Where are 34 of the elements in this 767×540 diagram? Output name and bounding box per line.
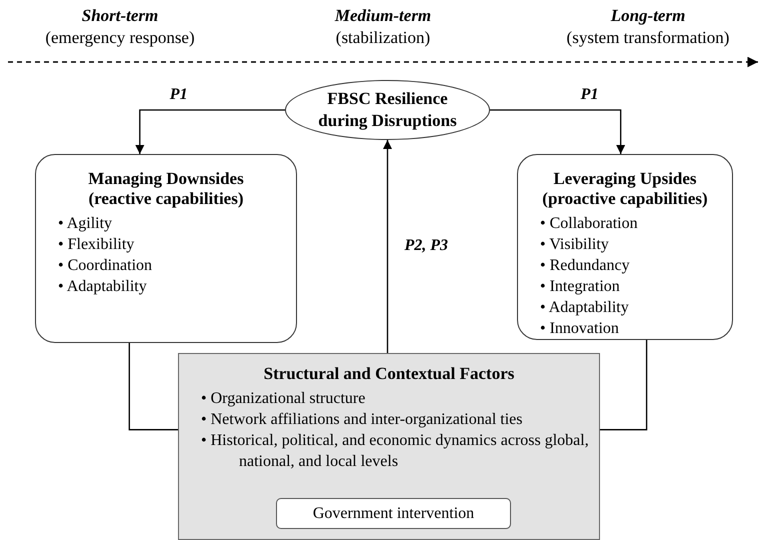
bullet-item: • Agility <box>58 214 114 234</box>
connector <box>382 140 392 353</box>
bullet-item: • Flexibility <box>58 235 136 255</box>
node-heading: Managing Downsides (reactive capabilities) <box>87 169 245 209</box>
connector <box>128 343 178 430</box>
bullet-item: • Integration <box>540 277 621 297</box>
bullet-item: • Network affiliations and inter-organizational ties <box>201 410 524 430</box>
bullet-item: • Coordination <box>58 256 154 276</box>
edge-label: P2, P3 <box>402 236 450 254</box>
node-heading: FBSC Resilience during Disruptions <box>317 88 458 132</box>
connector <box>490 109 626 154</box>
bullet-item: • Collaboration <box>540 214 639 234</box>
capability-box <box>35 154 297 343</box>
period-description: (system transformation) <box>566 28 730 48</box>
bullet-item: • Historical, political, and economic dynamics across global, national, and local levels <box>201 431 590 472</box>
period-heading: Medium-term <box>334 6 432 26</box>
bullet-item: • Redundancy <box>540 256 631 276</box>
node-label: Government intervention <box>312 504 474 524</box>
node-heading: Leveraging Upsides (proactive capabilities) <box>541 169 709 209</box>
period-heading: Long-term <box>610 6 686 26</box>
capability-box <box>517 154 733 340</box>
process-box <box>276 498 511 529</box>
period-heading: Short-term <box>80 6 160 26</box>
period-description: (stabilization) <box>334 28 432 48</box>
bullet-item: • Innovation <box>540 319 620 339</box>
bullet-item: • Adaptability <box>58 277 148 297</box>
node-heading: Structural and Contextual Factors <box>262 364 516 384</box>
connector <box>135 109 285 154</box>
period-description: (emergency response) <box>44 28 196 48</box>
connector <box>600 340 648 430</box>
bullet-item: • Adaptability <box>540 298 630 318</box>
bullet-item: • Organizational structure <box>201 389 366 409</box>
bullet-item: • Visibility <box>540 235 610 255</box>
factors-panel <box>178 353 600 540</box>
